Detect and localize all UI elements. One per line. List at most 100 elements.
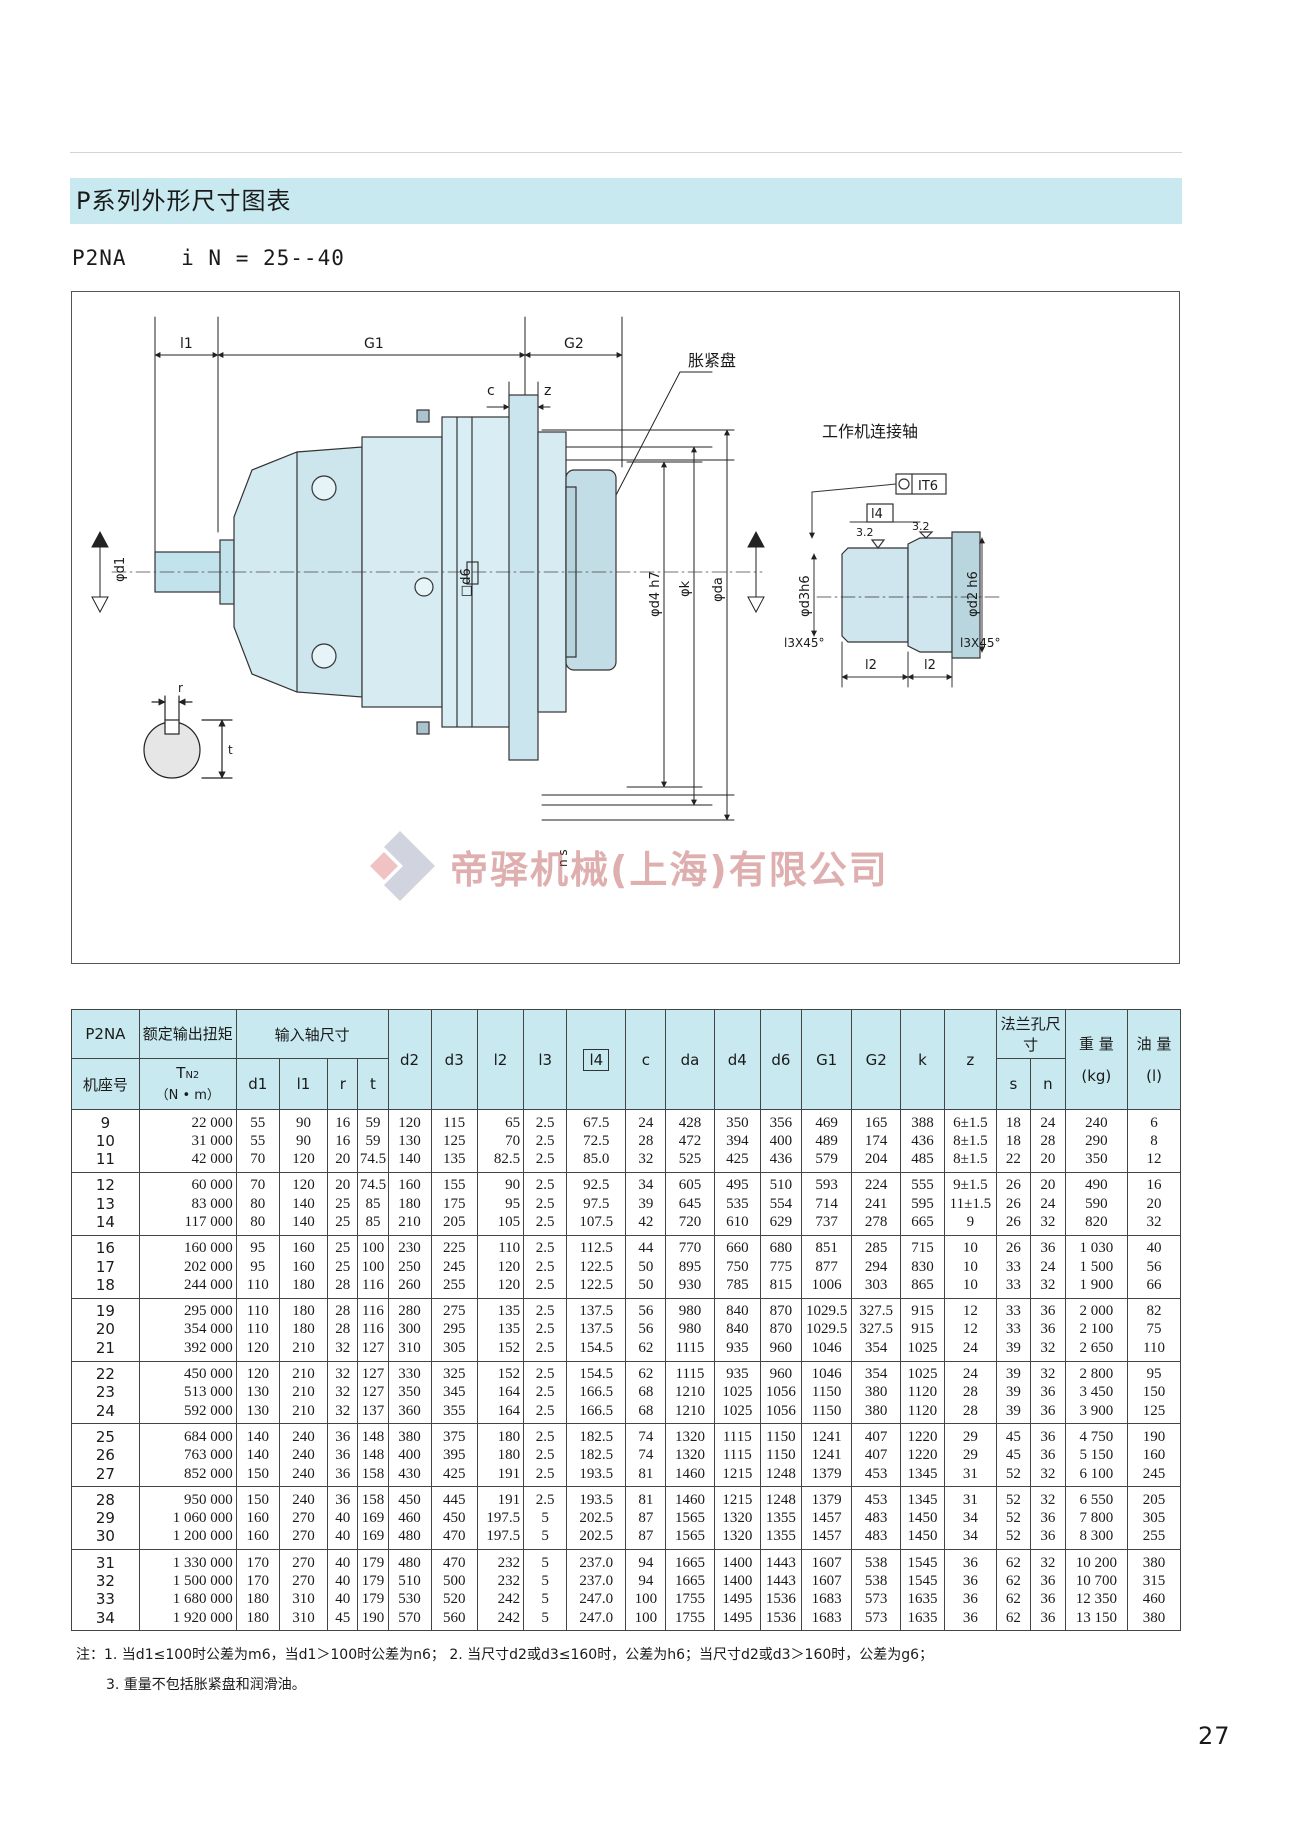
value-z: 36 xyxy=(962,1554,978,1571)
col-g1: G1 xyxy=(800,1009,853,1110)
value-c: 62 xyxy=(638,1339,654,1356)
value-l4: 193.5 xyxy=(579,1465,614,1482)
value-d1: 170 xyxy=(246,1554,270,1571)
value-size: 16 xyxy=(95,1239,115,1258)
value-z: 34 xyxy=(962,1510,978,1527)
value-g2: 224 xyxy=(864,1177,888,1194)
value-n: 24 xyxy=(1040,1195,1056,1212)
col-k: k xyxy=(899,1009,946,1110)
value-c: 68 xyxy=(638,1402,654,1419)
value-d3: 470 xyxy=(442,1528,466,1545)
value-oil: 245 xyxy=(1142,1465,1166,1482)
value-d2: 480 xyxy=(398,1554,421,1571)
value-k: 1025 xyxy=(907,1339,938,1356)
value-d1: 160 xyxy=(246,1510,270,1527)
value-torque: 117 000 xyxy=(184,1213,233,1230)
value-l3: 2.5 xyxy=(535,1303,555,1320)
value-size: 33 xyxy=(95,1590,115,1609)
value-n: 36 xyxy=(1040,1402,1056,1419)
value-t: 169 xyxy=(361,1528,385,1545)
top-rule xyxy=(70,152,1182,153)
value-s: 26 xyxy=(1005,1177,1021,1194)
value-n: 32 xyxy=(1040,1339,1056,1356)
value-t: 169 xyxy=(361,1510,385,1527)
value-r: 32 xyxy=(335,1402,351,1419)
value-weight: 3 450 xyxy=(1079,1384,1114,1401)
value-n: 36 xyxy=(1040,1303,1056,1320)
label-l2-a: l2 xyxy=(865,658,877,673)
value-da: 605 xyxy=(678,1177,702,1194)
value-size: 31 xyxy=(95,1553,115,1572)
value-d4: 1115 xyxy=(722,1428,752,1445)
value-oil: 380 xyxy=(1142,1554,1166,1571)
value-l3: 2.5 xyxy=(535,1402,555,1419)
value-g2: 327.5 xyxy=(859,1321,894,1338)
value-l3: 2.5 xyxy=(535,1132,555,1149)
value-k: 665 xyxy=(911,1213,934,1230)
value-torque: 31 000 xyxy=(191,1132,233,1149)
value-l2: 65 xyxy=(505,1114,521,1131)
value-d4: 1320 xyxy=(722,1528,753,1545)
value-torque: 763 000 xyxy=(183,1447,233,1464)
value-d3: 325 xyxy=(442,1366,466,1383)
value-torque: 22 000 xyxy=(191,1114,233,1131)
value-d2: 280 xyxy=(398,1303,421,1320)
value-da: 1320 xyxy=(674,1428,705,1445)
col-torque-sub: TN2 （N • m） xyxy=(138,1058,237,1110)
value-l3: 2.5 xyxy=(535,1114,555,1131)
label-roughness-b: 3.2 xyxy=(912,520,930,533)
col-model: P2NA xyxy=(71,1009,140,1059)
value-c: 87 xyxy=(638,1528,654,1545)
value-s: 52 xyxy=(1005,1528,1021,1545)
value-z: 10 xyxy=(962,1240,978,1257)
col-z: z xyxy=(944,1009,997,1110)
value-g1: 1150 xyxy=(811,1384,842,1401)
label-l1: l1 xyxy=(180,336,193,352)
value-z: 9±1.5 xyxy=(953,1177,988,1194)
col-d2: d2 xyxy=(387,1009,432,1110)
value-l1: 240 xyxy=(292,1428,315,1445)
value-size: 20 xyxy=(95,1320,115,1339)
value-l1: 160 xyxy=(292,1258,315,1275)
value-g1: 1046 xyxy=(811,1339,842,1356)
value-size: 24 xyxy=(95,1401,115,1420)
value-d4: 610 xyxy=(726,1213,749,1230)
value-d2: 120 xyxy=(398,1114,421,1131)
label-phi-da: φda xyxy=(711,577,726,602)
value-da: 1115 xyxy=(675,1366,705,1383)
value-n: 36 xyxy=(1040,1573,1056,1590)
label-c: c xyxy=(487,383,495,399)
value-g1: 1006 xyxy=(811,1276,842,1293)
value-size: 34 xyxy=(95,1608,115,1627)
value-size: 11 xyxy=(95,1150,115,1169)
value-t: 158 xyxy=(361,1491,385,1508)
value-d6: 1150 xyxy=(766,1447,796,1464)
value-c: 81 xyxy=(638,1465,654,1482)
value-k: 1345 xyxy=(907,1491,938,1508)
value-l3: 5 xyxy=(541,1554,549,1571)
value-oil: 16 xyxy=(1146,1177,1162,1194)
